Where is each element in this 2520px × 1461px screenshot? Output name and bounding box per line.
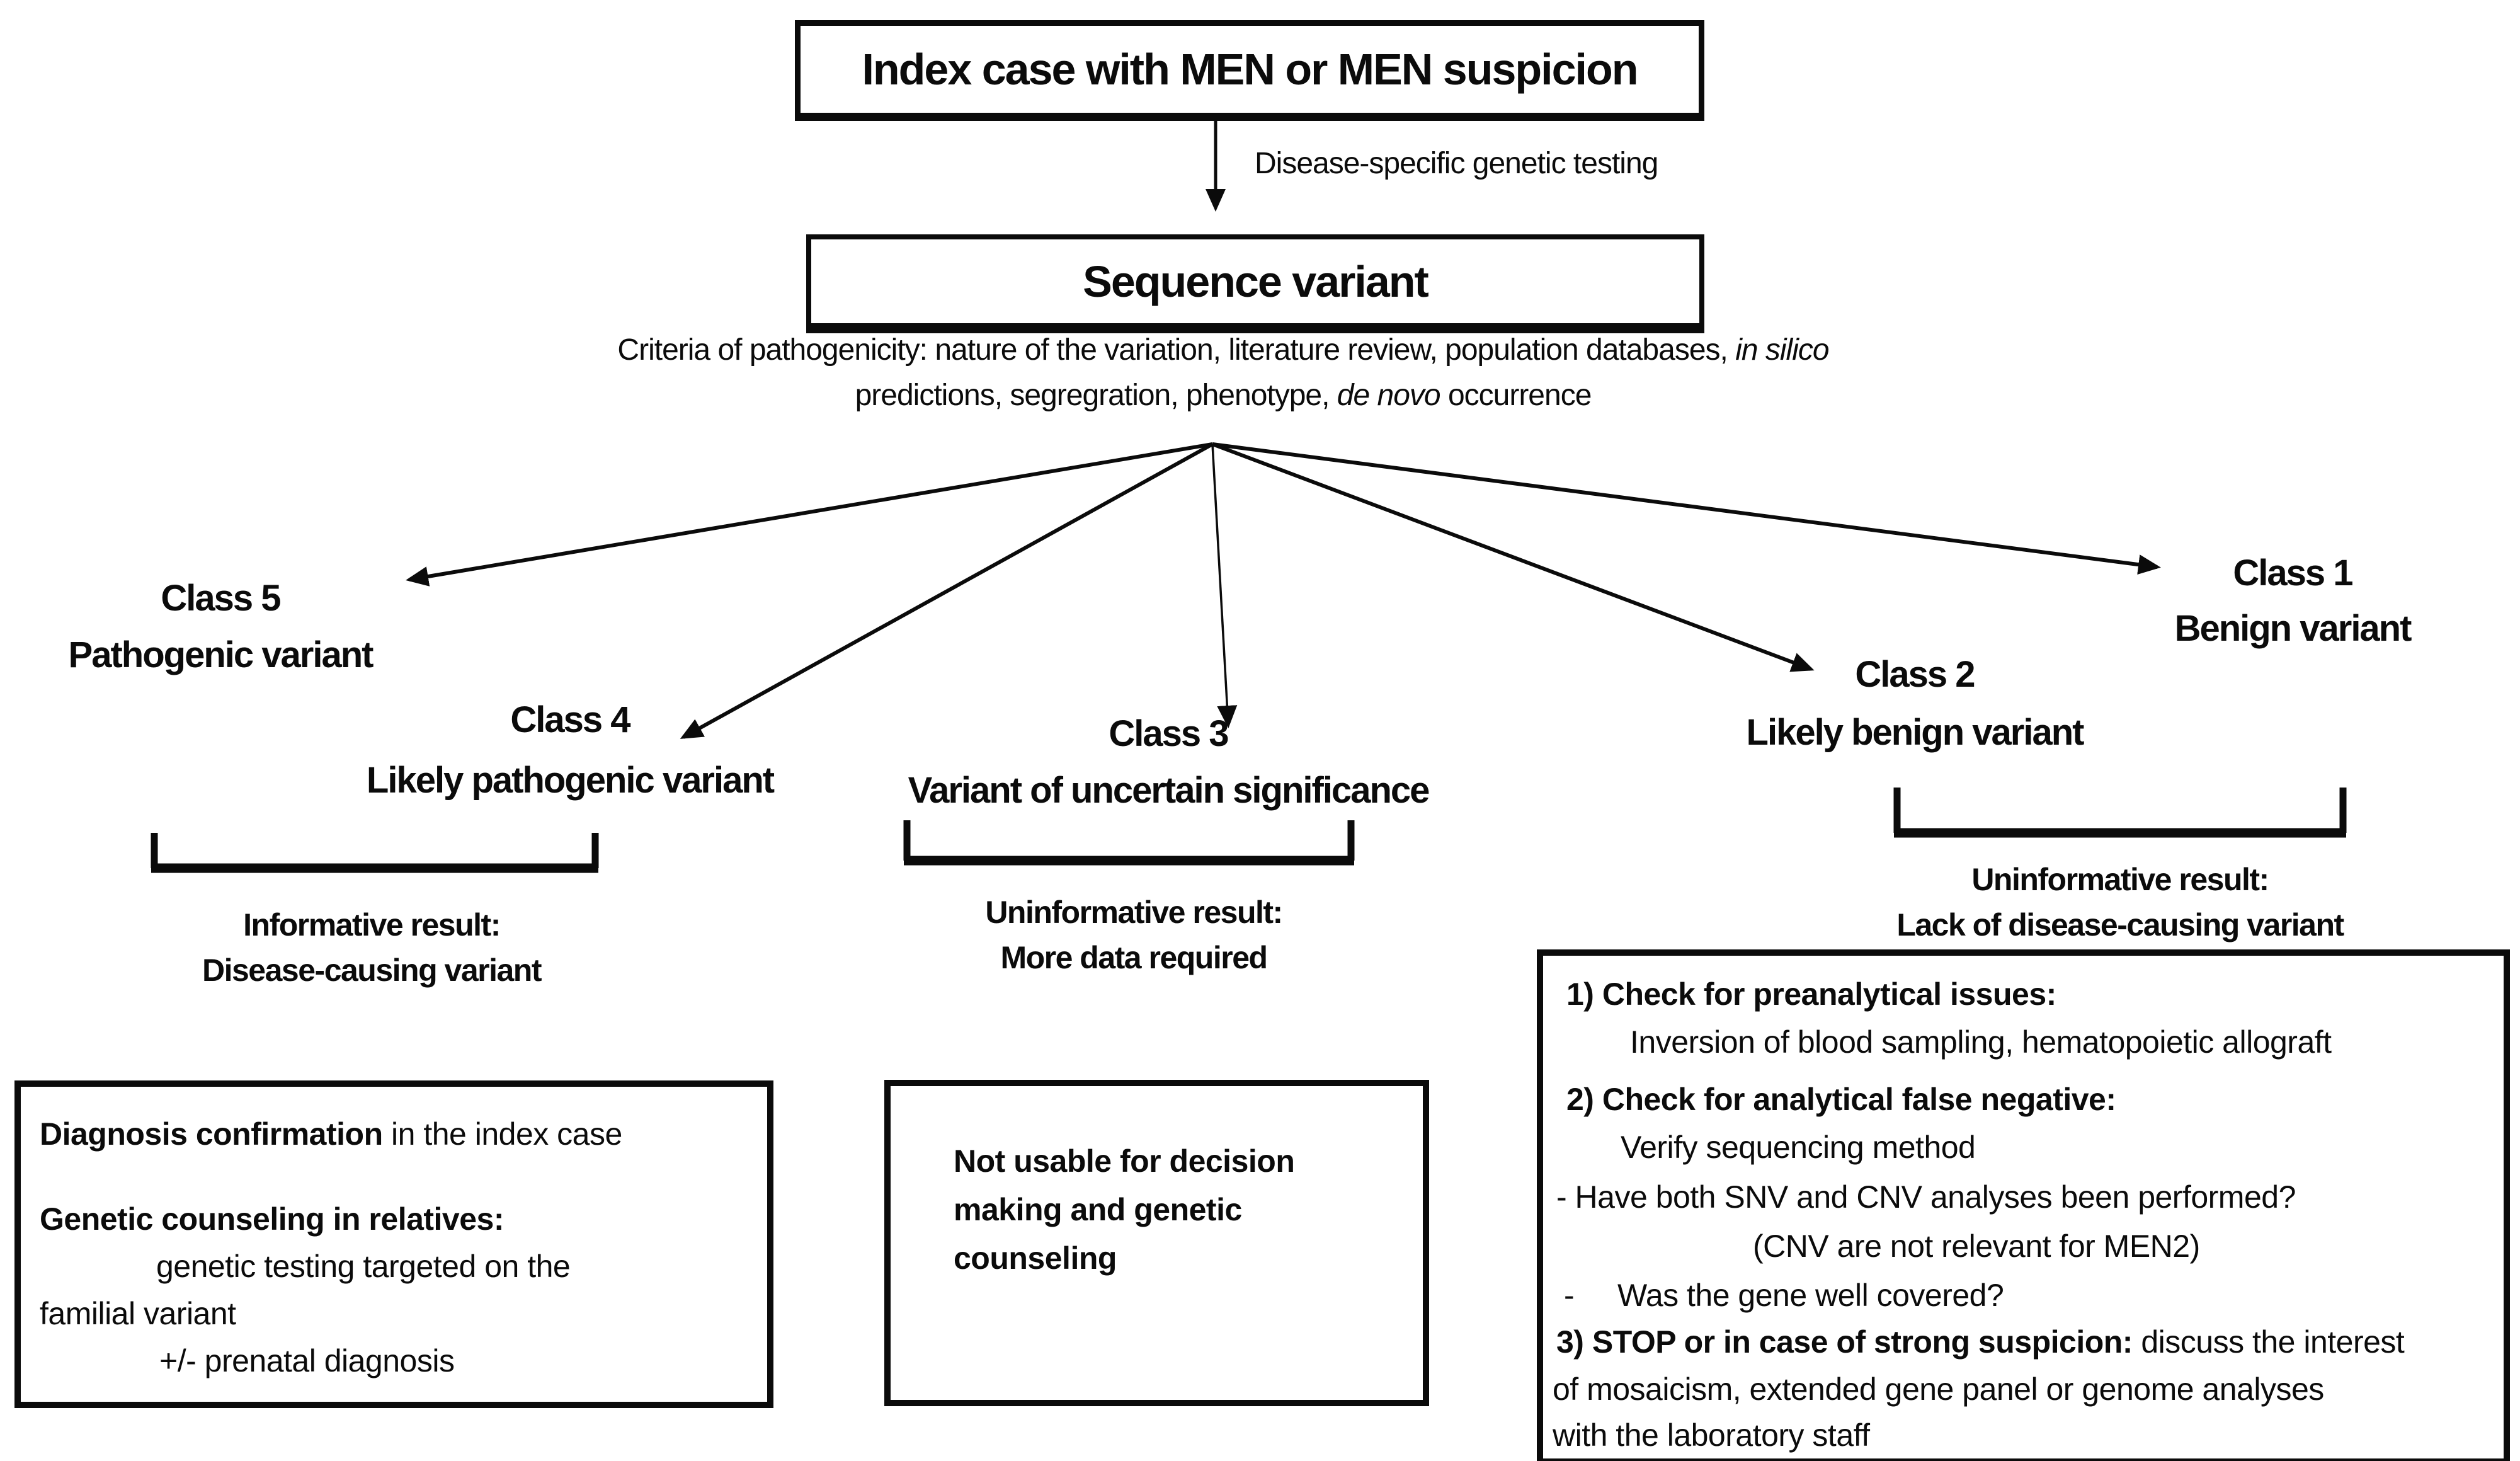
arrow-to-class5	[406, 442, 1213, 587]
not-usable-line3: counseling	[954, 1240, 1117, 1276]
index-case-box: Index case with MEN or MEN suspicion	[795, 20, 1704, 121]
genetic-testing-arrow-label: Disease-specific genetic testing	[1255, 147, 1658, 180]
diagnosis-counseling-box: Diagnosis confirmation in the index case…	[14, 1080, 773, 1408]
familial-variant-line: familial variant	[40, 1296, 236, 1331]
gene-covered-dash: -	[1564, 1278, 1575, 1313]
arrow-to-class3	[1211, 444, 1238, 728]
stop-suspicion-line: 3) STOP or in case of strong suspicion: …	[1556, 1324, 2405, 1360]
class4-subtitle: Likely pathogenic variant	[366, 760, 775, 801]
arrow-to-class2	[1211, 442, 1815, 672]
criteria-line2: predictions, segregration, phenotype, de…	[855, 379, 1592, 412]
informative-result-caption: Informative result: Disease-causing vari…	[202, 907, 542, 988]
gene-covered-line: Was the gene well covered?	[1617, 1278, 2004, 1313]
class5-label: Class 5 Pathogenic variant	[68, 570, 374, 684]
sequence-variant-title: Sequence variant	[1083, 256, 1429, 306]
uninformative-vus-caption: Uninformative result: More data required	[985, 895, 1283, 975]
snv-cnv-line: - Have both SNV and CNV analyses been pe…	[1556, 1179, 2296, 1215]
pathogenicity-criteria: Criteria of pathogenicity: nature of the…	[617, 328, 1829, 418]
class5-subtitle: Pathogenic variant	[68, 634, 374, 675]
arrow-to-class4	[680, 442, 1214, 739]
not-usable-box: Not usable for decision making and genet…	[884, 1080, 1429, 1406]
class2-title: Class 2	[1855, 654, 1975, 695]
class4-label: Class 4 Likely pathogenic variant	[366, 690, 775, 811]
analytical-false-negative-line: 2) Check for analytical false negative:	[1566, 1082, 2116, 1117]
prenatal-diagnosis-line: +/- prenatal diagnosis	[159, 1343, 455, 1378]
sequence-variant-box: Sequence variant	[806, 234, 1704, 333]
mosaicism-line: of mosaicism, extended gene panel or gen…	[1553, 1372, 2324, 1407]
bracket-uninformative-vus	[903, 820, 1355, 866]
laboratory-staff-line: with the laboratory staff	[1553, 1418, 1870, 1453]
genetic-counseling-line: Genetic counseling in relatives:	[40, 1201, 505, 1237]
class1-label: Class 1 Benign variant	[2174, 546, 2412, 656]
cnv-men2-line: (CNV are not relevant for MEN2)	[1753, 1229, 2200, 1264]
not-usable-line1: Not usable for decision	[954, 1143, 1295, 1179]
class4-title: Class 4	[510, 699, 630, 740]
class3-subtitle: Variant of uncertain significance	[908, 770, 1430, 811]
targeted-testing-line: genetic testing targeted on the	[156, 1249, 571, 1284]
criteria-line1: Criteria of pathogenicity: nature of the…	[617, 333, 1829, 367]
class2-subtitle: Likely benign variant	[1746, 712, 2085, 753]
bracket-uninformative-benign	[1893, 788, 2347, 838]
uninformative-benign-caption: Uninformative result: Lack of disease-ca…	[1896, 862, 2344, 942]
verify-sequencing-line: Verify sequencing method	[1621, 1130, 1976, 1165]
not-usable-line2: making and genetic	[954, 1192, 1242, 1227]
diagnosis-confirmation-line: Diagnosis confirmation in the index case	[40, 1116, 622, 1152]
blood-sampling-line: Inversion of blood sampling, hematopoiet…	[1630, 1024, 2332, 1060]
index-case-title: Index case with MEN or MEN suspicion	[862, 45, 1638, 94]
class3-label: Class 3 Variant of uncertain significanc…	[908, 706, 1430, 819]
class1-title: Class 1	[2233, 553, 2353, 593]
class2-label: Class 2 Likely benign variant	[1746, 646, 2085, 762]
class1-subtitle: Benign variant	[2174, 608, 2412, 649]
bracket-informative	[151, 833, 599, 873]
de-novo-italic: de novo	[1337, 379, 1441, 412]
in-silico-italic: in silico	[1735, 333, 1829, 367]
preanalytical-issues-line: 1) Check for preanalytical issues:	[1566, 977, 2056, 1012]
false-negative-checklist-box: 1) Check for preanalytical issues: Inver…	[1537, 949, 2510, 1461]
class5-title: Class 5	[161, 578, 281, 619]
class3-title: Class 3	[1109, 713, 1229, 754]
arrow-to-class1	[1212, 442, 2161, 575]
